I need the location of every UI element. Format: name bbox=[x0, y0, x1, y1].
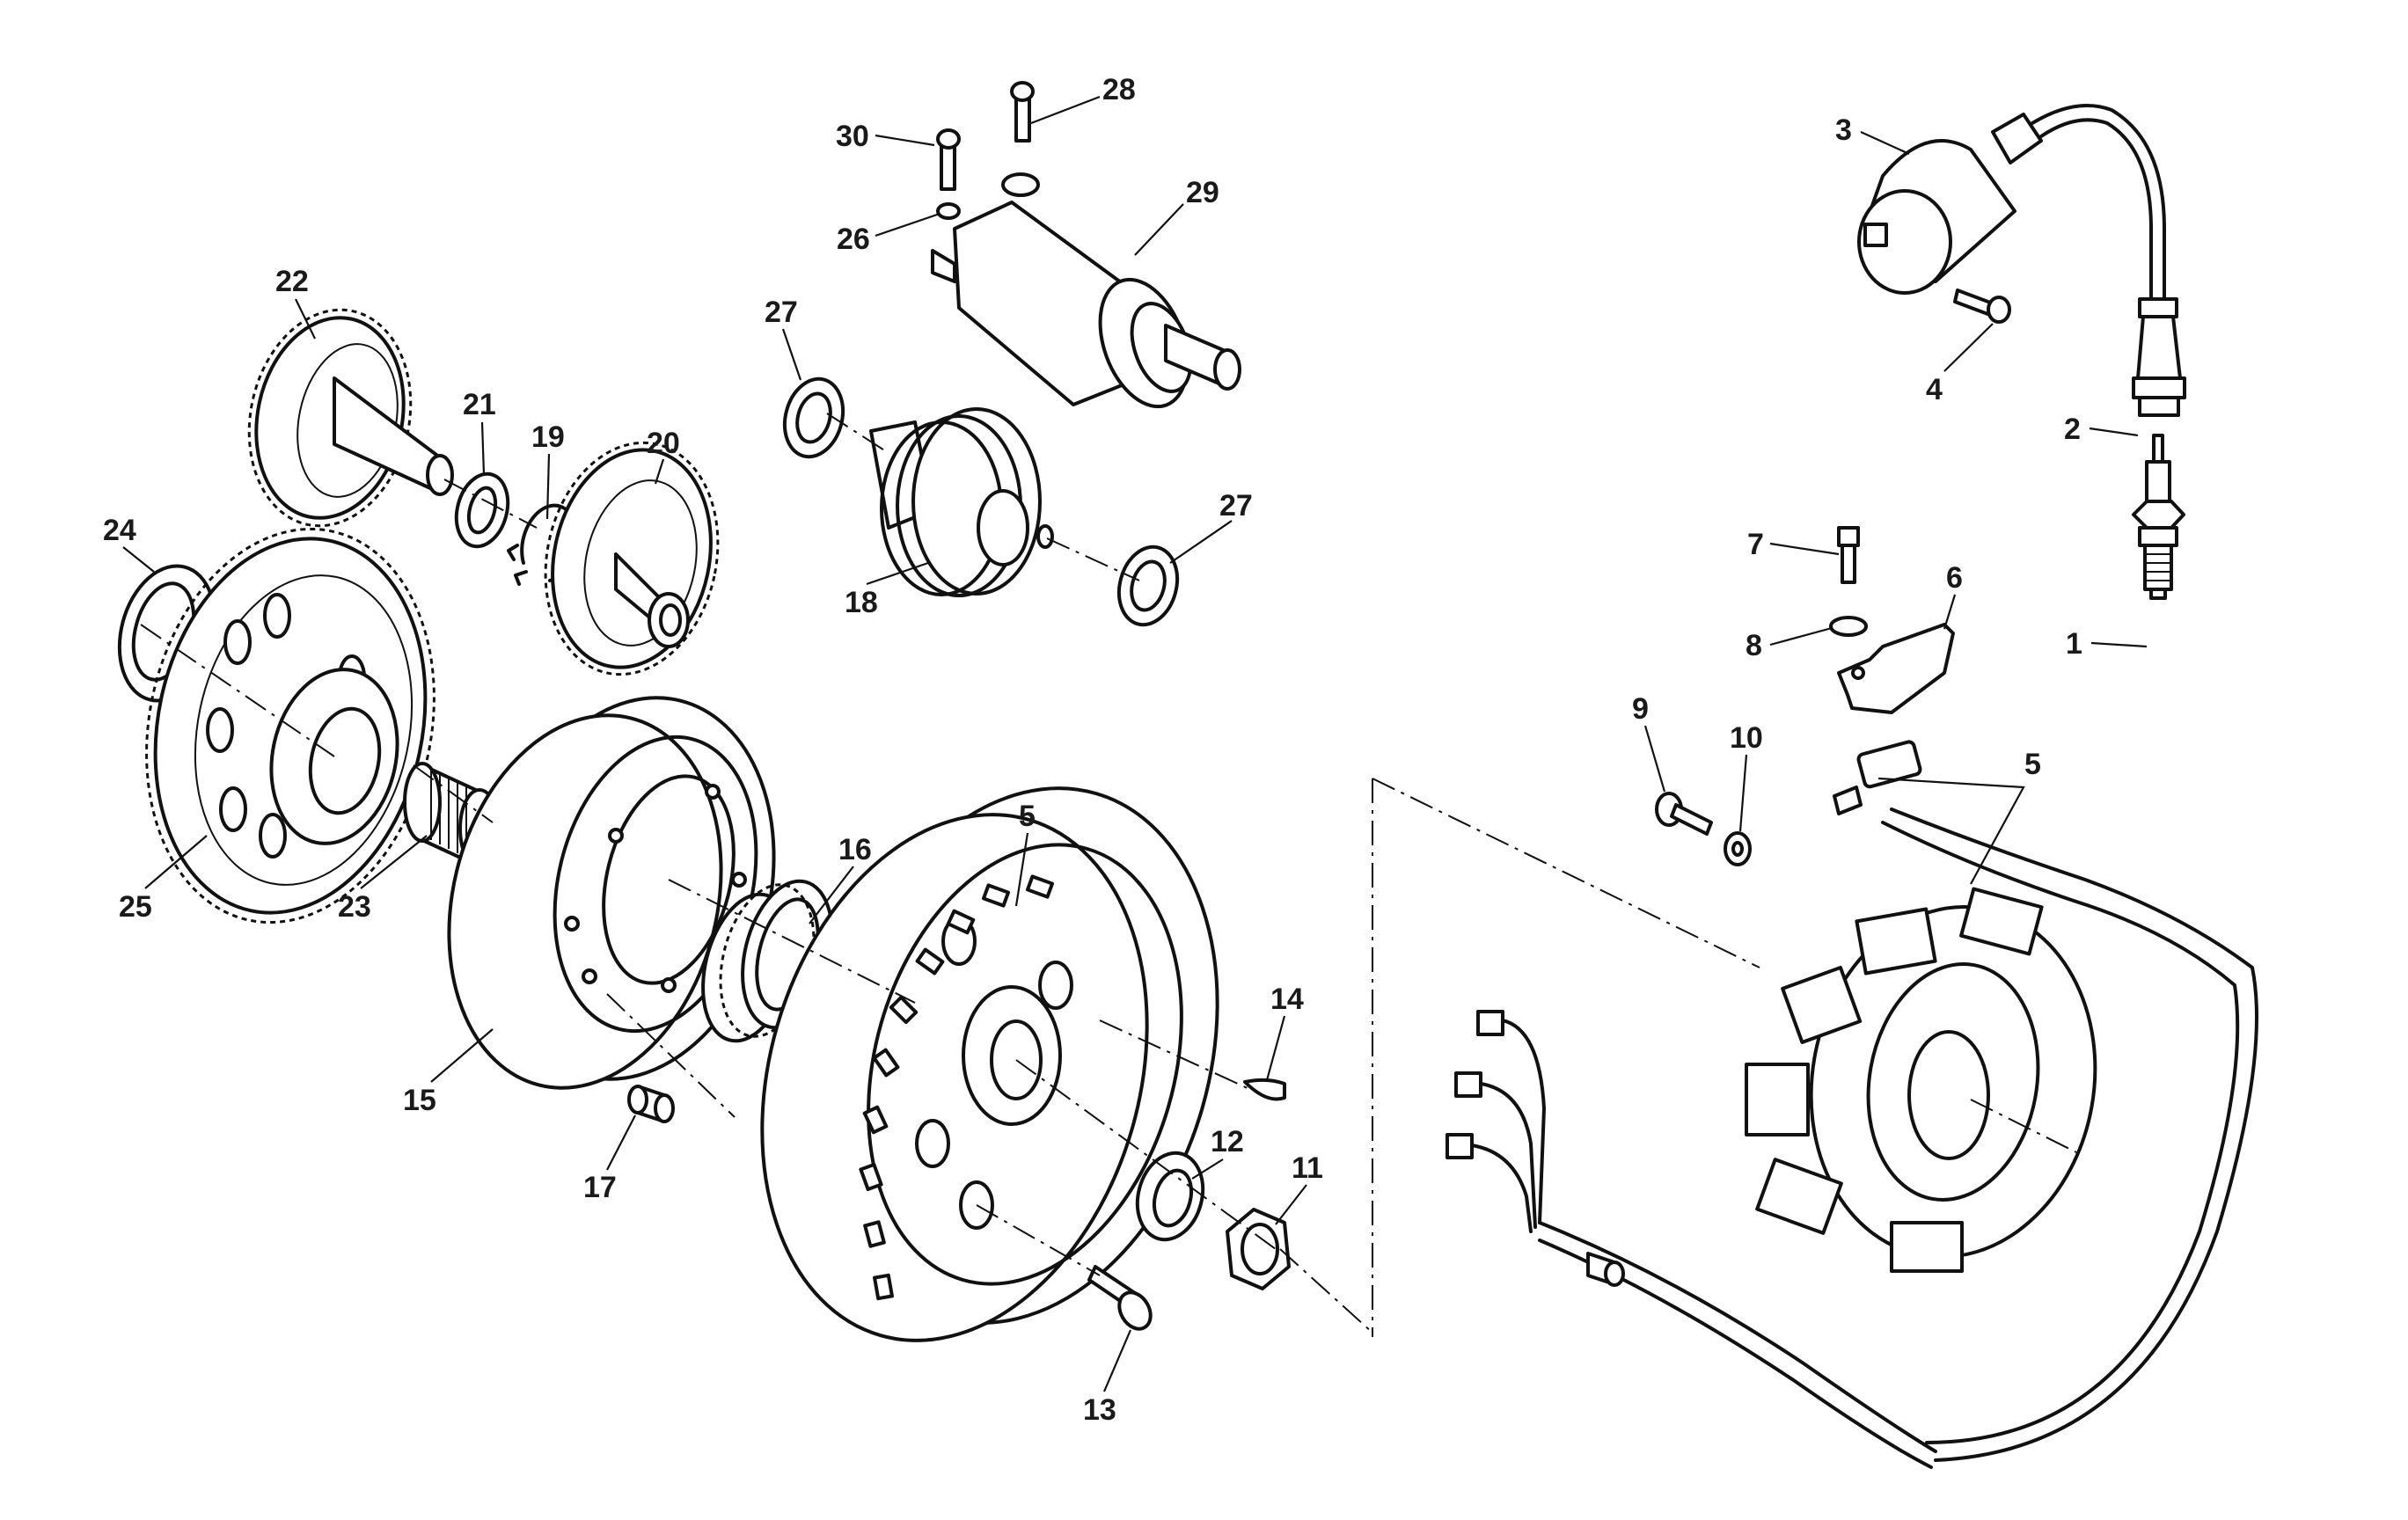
starter-bolt-long-part bbox=[1010, 81, 1035, 142]
callout-26[interactable]: 26 bbox=[837, 223, 870, 256]
leader-17 bbox=[606, 1114, 636, 1171]
spark-plug-part bbox=[2132, 434, 2185, 600]
leader-5b bbox=[1877, 777, 2025, 885]
callout-6[interactable]: 6 bbox=[1946, 561, 1963, 595]
leader-9 bbox=[1643, 725, 1666, 793]
woodruff-key-part bbox=[1243, 1078, 1286, 1101]
starter-washer-part bbox=[936, 202, 961, 220]
bendix-washer-left-part bbox=[782, 376, 845, 459]
callout-16[interactable]: 16 bbox=[838, 833, 872, 866]
leader-24 bbox=[122, 546, 155, 573]
leader-7 bbox=[1769, 542, 1840, 556]
leader-2 bbox=[2089, 427, 2139, 437]
leader-1 bbox=[2090, 641, 2148, 648]
callout-23[interactable]: 23 bbox=[338, 890, 371, 924]
callout-17[interactable]: 17 bbox=[583, 1171, 617, 1204]
starter-motor-part bbox=[931, 172, 1241, 409]
leader-10 bbox=[1738, 754, 1748, 832]
callout-2[interactable]: 2 bbox=[2064, 413, 2081, 446]
bracket-washer-part bbox=[1829, 616, 1868, 637]
leader-4 bbox=[1943, 323, 1994, 372]
stator-washer-part bbox=[1724, 831, 1752, 866]
leader-15 bbox=[430, 1028, 494, 1083]
leader-11 bbox=[1275, 1184, 1307, 1225]
leader-19 bbox=[545, 453, 551, 520]
assembly-axes bbox=[140, 413, 2077, 1337]
grommet-part bbox=[1586, 1252, 1625, 1287]
leader-20 bbox=[654, 458, 665, 485]
leader-23 bbox=[360, 835, 428, 889]
coil-screw-part bbox=[1953, 289, 2011, 324]
bendix-washer-right-part bbox=[1116, 544, 1180, 627]
pickup-bracket-part bbox=[1837, 623, 1955, 714]
callout-9[interactable]: 9 bbox=[1632, 692, 1649, 726]
starter-bolt-short-part bbox=[936, 128, 961, 191]
callout-14[interactable]: 14 bbox=[1270, 983, 1304, 1016]
callout-13[interactable]: 13 bbox=[1083, 1393, 1116, 1427]
flywheel-washer-part bbox=[1135, 1151, 1205, 1242]
callout-4[interactable]: 4 bbox=[1926, 373, 1943, 406]
leader-lines bbox=[122, 95, 2148, 1392]
leader-27b bbox=[1169, 520, 1233, 564]
leader-29 bbox=[1134, 203, 1184, 256]
leader-8 bbox=[1769, 626, 1833, 647]
shim-washer-part bbox=[454, 471, 510, 549]
gear-shaft-part bbox=[247, 308, 454, 528]
magnet-slots bbox=[859, 874, 1055, 1301]
callout-labels: 1 2 3 4 5 5 6 7 8 9 10 11 12 13 14 15 16… bbox=[103, 73, 2082, 1427]
leader-27a bbox=[781, 328, 802, 381]
leader-3 bbox=[1860, 130, 1910, 156]
callout-28[interactable]: 28 bbox=[1102, 73, 1136, 106]
leader-14 bbox=[1265, 1015, 1286, 1081]
leader-30 bbox=[875, 134, 935, 147]
intermediate-gear-part bbox=[544, 441, 720, 676]
callout-12[interactable]: 12 bbox=[1211, 1125, 1244, 1158]
callout-30[interactable]: 30 bbox=[836, 120, 869, 153]
wire-connectors bbox=[1446, 1010, 1546, 1233]
starter-bendix-part bbox=[869, 407, 1054, 597]
callout-18[interactable]: 18 bbox=[845, 586, 878, 619]
callout-22[interactable]: 22 bbox=[275, 265, 309, 298]
callout-8[interactable]: 8 bbox=[1746, 629, 1762, 662]
leader-25 bbox=[144, 835, 208, 889]
callout-5a[interactable]: 5 bbox=[1019, 800, 1036, 833]
callout-1[interactable]: 1 bbox=[2066, 627, 2082, 661]
leader-6 bbox=[1943, 594, 1957, 630]
dowel-part bbox=[627, 1085, 675, 1123]
bracket-screw-part bbox=[1837, 526, 1860, 584]
leader-22 bbox=[295, 298, 316, 340]
flywheel-nut-part bbox=[1226, 1208, 1291, 1290]
callout-15[interactable]: 15 bbox=[403, 1084, 436, 1117]
leader-12 bbox=[1191, 1158, 1224, 1180]
leader-18 bbox=[866, 561, 929, 586]
callout-24[interactable]: 24 bbox=[103, 514, 136, 547]
stator-part bbox=[1538, 740, 2258, 1469]
leader-5a bbox=[1014, 832, 1029, 907]
freewheel-screw-part bbox=[1087, 1265, 1153, 1331]
freewheel-housing-part bbox=[447, 696, 776, 1090]
callout-19[interactable]: 19 bbox=[531, 420, 565, 454]
leader-21 bbox=[480, 421, 486, 476]
callout-7[interactable]: 7 bbox=[1747, 528, 1764, 561]
callout-25[interactable]: 25 bbox=[119, 890, 152, 924]
leader-13 bbox=[1102, 1329, 1132, 1392]
stator-screw-part bbox=[1655, 792, 1713, 836]
leader-26 bbox=[875, 212, 941, 238]
leader-16 bbox=[809, 866, 854, 924]
callout-20[interactable]: 20 bbox=[647, 427, 680, 460]
callout-3[interactable]: 3 bbox=[1835, 113, 1852, 147]
callout-5b[interactable]: 5 bbox=[2024, 748, 2041, 781]
leader-28 bbox=[1030, 95, 1101, 125]
spark-plug-cap-part bbox=[2132, 297, 2186, 417]
callout-11[interactable]: 11 bbox=[1292, 1151, 1323, 1185]
ignition-coil-part bbox=[1857, 104, 2166, 301]
callout-27b[interactable]: 27 bbox=[1219, 489, 1253, 522]
callout-27a[interactable]: 27 bbox=[765, 296, 798, 329]
flywheel-rotor-part bbox=[760, 786, 1219, 1342]
callout-29[interactable]: 29 bbox=[1186, 176, 1219, 209]
callout-10[interactable]: 10 bbox=[1730, 721, 1763, 755]
callout-21[interactable]: 21 bbox=[463, 388, 496, 421]
